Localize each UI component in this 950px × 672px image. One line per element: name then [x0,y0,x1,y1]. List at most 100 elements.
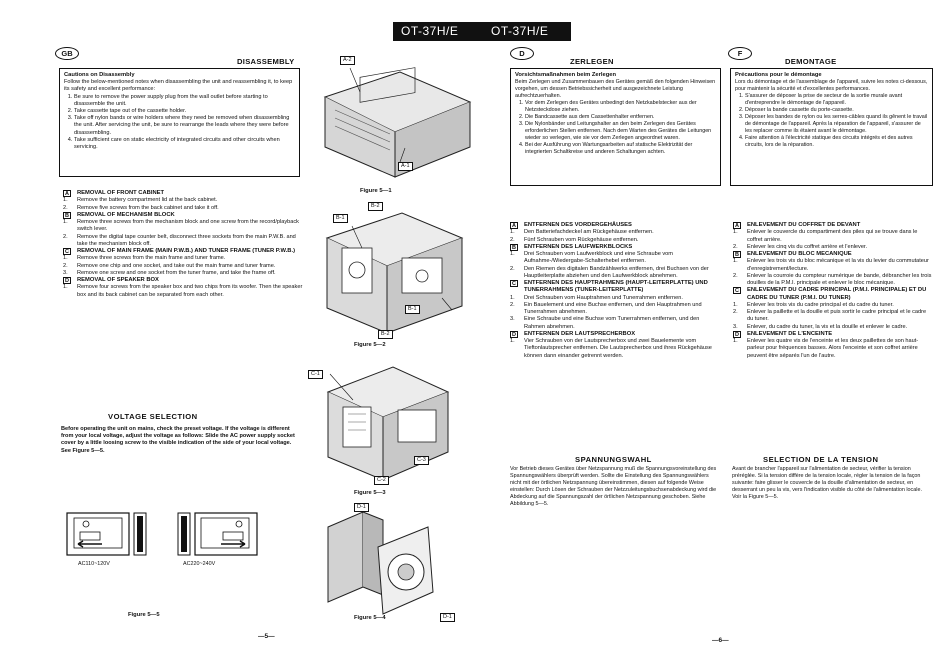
figure-5-1-illustration [323,67,472,178]
figure-callout: B-2 [368,202,383,211]
gb-voltage-title: VOLTAGE SELECTION [108,412,198,421]
language-badge-gb: GB [55,47,79,60]
step: 1.Den Batteriefachdeckel am Rückgehäuse … [510,229,654,236]
step: 1.Enlever le couvercle du compartiment d… [733,229,918,243]
figure-5-3-caption: Figure 5—3 [354,490,386,496]
list-item: Bei der Ausführung von Wartungsarbeiten … [525,142,716,156]
section-label: D [510,330,518,338]
step: 1.Drei Schrauben vom Laufwerkblock und e… [510,251,673,265]
figure-5-4-illustration [327,503,434,615]
step: 3.Enlever, du cadre du tuner, la vis et … [733,323,908,330]
step: 3.Remove one screw and one socket from t… [63,269,276,276]
step: 1.Vier Schrauben von der Lautsprecherbox… [510,338,712,359]
figure-callout: A-1 [398,162,413,171]
list-item: Faire attention à l'électricité statique… [745,135,928,149]
list-item: Be sure to remove the power supply plug … [74,94,295,108]
figure-callout: C-2 [374,476,389,485]
page-number-right: —6— [712,637,729,644]
model-banner-right: OT-37H/E [483,22,571,41]
list-item: Take cassette tape out of the cassette h… [74,108,295,115]
f-caution-list: S'assurer de déposer la prise de secteur… [735,93,928,149]
figure-5-2-caption: Figure 5—2 [354,342,386,348]
step: 2.Enlever les cinq vis du coffret arrièr… [733,243,868,250]
f-caution-title: Précautions pour le démontage [735,72,822,78]
section-label: B [510,243,518,251]
figure-callout: C-3 [414,456,429,465]
f-page-title: DEMONTAGE [785,57,837,66]
section-label: B [63,211,71,219]
step: 2.Remove five screws from the back cabin… [63,204,219,211]
figure-callout: A-2 [340,56,355,65]
page-number-left: —5— [258,633,275,640]
list-item: Déposer la bande cassette du porte-casse… [745,107,928,114]
step: 2.Den Riemen des digitalen Bandzählwerks… [510,265,709,279]
section-label: C [510,280,518,288]
f-voltage-text: Avant de brancher l'appareil sur l'alime… [732,466,922,500]
language-badge-d: D [510,47,534,60]
step: 2.Ein Bauelement und eine Buchse entfern… [510,302,702,316]
step: 2.Remove one chip and one socket, and ta… [63,262,276,269]
step: 1.Remove three screws from the mechanism… [63,219,299,233]
language-badge-f: F [728,47,752,60]
d-page-title: ZERLEGEN [570,57,614,66]
section-label: A [63,190,71,197]
step: 1.Remove three screws from the main fram… [63,255,226,262]
gb-caution-title: Cautions on Disassembly [64,72,135,78]
d-caution-intro: Beim Zerlegen und Zusammenbauen des Gerä… [515,79,716,99]
gb-caution-list: Be sure to remove the power supply plug … [64,94,295,152]
figure-callout: C-1 [308,370,323,379]
figure-5-3-illustration [326,366,450,481]
figure-5-1-caption: Figure 5—1 [360,188,392,194]
step: 2.Enlever la courroie du compteur numéri… [733,272,932,287]
list-item: Vor dem Zerlegen des Gerätes unbedingt d… [525,100,716,114]
section-label: B [733,251,741,259]
step: 1.Remove four screws from the speaker bo… [63,284,303,298]
section-label: C [63,248,71,256]
figure-5-4-caption: Figure 5—4 [354,615,386,621]
figure-5-2-illustration [325,212,464,334]
gb-page-title: DISASSEMBLY [237,57,295,66]
list-item: Déposer les bandes de nylon ou les serre… [745,114,928,135]
d-voltage-text: Vor Betrieb dieses Gerätes über Netzspan… [510,466,717,507]
figure-callout: B-2 [378,330,393,339]
step: 1.Drei Schrauben vom Hauptrahmen und Tun… [510,294,683,301]
section-label: A [733,222,741,229]
step: 1.Remove the battery compartment lid at … [63,197,218,204]
step: 1.Enlever les trois vis du bloc mécaniqu… [733,258,929,272]
model-banner-left: OT-37H/E [393,22,483,41]
section-label: A [510,222,518,229]
list-item: S'assurer de déposer la prise de secteur… [745,93,928,107]
d-caution-title: Vorsichtsmaßnahmen beim Zerlegen [515,72,617,78]
section-label: D [63,277,71,285]
f-caution-intro: Lors du démontage et de l'assemblage de … [735,79,928,92]
f-voltage-title: SELECTION DE LA TENSION [763,455,879,464]
voltage-selector-110v-illustration [66,512,147,556]
gb-caution-intro: Follow the below-mentioned notes when di… [64,79,293,93]
step: 2.Remove the digital tape counter belt, … [63,233,296,247]
list-item: Die Bandcassette aus dem Cassettenhalter… [525,114,716,121]
d-caution-list: Vor dem Zerlegen des Gerätes unbedingt d… [515,100,716,156]
voltage-selector-220v-illustration [177,512,258,556]
step: 3.Eine Schraube und eine Buchse vom Tune… [510,316,700,330]
step: 2.Enlever la paillette et la douille et … [733,309,927,323]
d-voltage-title: SPANNUNGSWAHL [575,455,652,464]
step: 1.Enlever les trois vis du cadre princip… [733,302,894,309]
figure-5-5-caption: Figure 5—5 [128,612,160,618]
gb-caution-box: Cautions on Disassembly Follow the below… [59,68,300,177]
d-caution-box: Vorsichtsmaßnahmen beim Zerlegen Beim Ze… [510,68,721,186]
step: 1.Enlever les quatre vis de l'enceinte e… [733,338,919,359]
